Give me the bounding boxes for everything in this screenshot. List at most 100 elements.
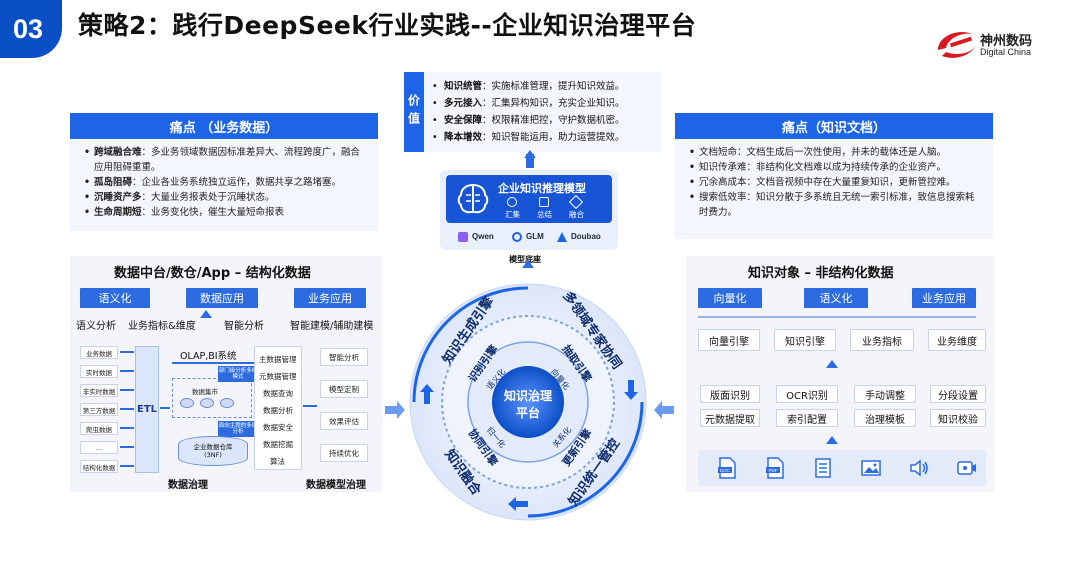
mart-note: 部门级分析多维模式 <box>218 366 258 382</box>
source-structured-data: 结构化数据 <box>80 460 118 473</box>
right-to-center-arrow-icon <box>654 401 674 419</box>
tool-manual-adjust[interactable]: 手动调整 <box>854 385 916 403</box>
source-non-realtime-data: 非实时数据 <box>80 384 118 397</box>
data-governance-label: 数据治理 <box>168 480 208 491</box>
pain-right-item: 搜索低效率：知识分散于多系统且无统一索引标准，致信息搜索耗时费力。 <box>689 190 983 220</box>
audio-file-icon <box>910 459 928 477</box>
logo-english-name: Digital China <box>980 47 1032 57</box>
doc-file-icon: DOC <box>718 457 736 479</box>
left-label-semantic-analysis: 语义分析 <box>76 321 116 332</box>
gov-item: 元数据管理 <box>259 372 297 381</box>
tool-ocr[interactable]: OCR识别 <box>776 385 838 403</box>
etl-arrow <box>160 407 170 409</box>
source-arrow <box>120 408 134 410</box>
pain-left-item: 沉睡资产多：大量业务报表处于沉睡状态。 <box>84 190 368 205</box>
model-item-optimize: 持续优化 <box>320 444 368 462</box>
governance-platform-rings <box>409 283 647 521</box>
tool-segment-setting[interactable]: 分段设置 <box>930 385 986 403</box>
source-arrow <box>120 465 134 467</box>
tool-metadata-extract[interactable]: 元数据提取 <box>700 409 760 427</box>
model-up-arrow-shaft <box>526 154 534 168</box>
pain-left-title: 痛点 （业务数据） <box>70 113 378 139</box>
right-panel-title: 知识对象 – 非结构化数据 <box>748 266 894 281</box>
value-item: 安全保障：权限精准把控，守护数据机密。 <box>432 112 654 129</box>
model-sub-fusion: 融合 <box>569 210 584 219</box>
center-up-arrow-icon <box>522 260 534 268</box>
brain-icon <box>457 183 489 214</box>
model-item-smart-analysis: 智能分析 <box>320 348 368 366</box>
image-file-icon <box>861 460 881 476</box>
model-item-customize: 模型定制 <box>320 380 368 398</box>
knowledge-engine: 知识引擎 <box>774 329 836 351</box>
pain-points-business-data: 痛点 （业务数据） 跨域融合难：多业务领域数据因标准差异大、流程跨度广，融合应用… <box>70 113 378 231</box>
right-connector-line <box>698 316 976 318</box>
value-tag: 价值 <box>404 72 424 152</box>
dw-note: 面向主题的多维分析 <box>218 421 258 437</box>
source-more: ... <box>80 441 118 454</box>
glm-icon <box>512 232 522 242</box>
source-arrow <box>120 446 134 448</box>
tool-index-config[interactable]: 索引配置 <box>776 409 838 427</box>
value-item: 知识统管：实施标准管理，提升知识效益。 <box>432 78 654 95</box>
svg-text:PDF: PDF <box>769 468 778 473</box>
left-up-arrow-icon <box>200 310 212 318</box>
olap-bi-label: OLAP,BI系统 <box>180 351 237 362</box>
gov-item: 主数据管理 <box>259 355 297 364</box>
mart-db-icon <box>180 398 194 408</box>
model-sub-summary: 总结 <box>537 210 552 219</box>
semantic-button[interactable]: 语义化 <box>80 288 150 308</box>
source-arrow <box>120 370 134 372</box>
pain-right-title: 痛点（知识文档） <box>675 113 993 139</box>
left-label-metrics: 业务指标&维度 <box>128 321 196 332</box>
sheet-file-icon <box>815 458 831 478</box>
tool-knowledge-check[interactable]: 知识校验 <box>930 409 986 427</box>
tool-governance-template[interactable]: 治理模板 <box>854 409 916 427</box>
business-dimension: 业务维度 <box>928 329 986 351</box>
value-item: 降本增效：知识智能运用，助力运营提效。 <box>432 129 654 146</box>
doubao-icon <box>557 232 567 242</box>
qwen-icon <box>458 232 468 242</box>
pain-right-item: 冗余高成本：文档音视频中存在大量重复知识，更新管控难。 <box>689 175 983 190</box>
vectorize-button[interactable]: 向量化 <box>698 288 762 308</box>
gov-item: 数据挖掘 <box>263 440 293 449</box>
pain-right-list: 文档短命：文档生成后一次性使用，并未的载体还是人脑。 知识传承难：非结构化文档难… <box>675 139 993 239</box>
business-metrics: 业务指标 <box>850 329 914 351</box>
vector-engine: 向量引擎 <box>698 329 760 351</box>
source-crawler-data: 爬虫数据 <box>80 422 118 435</box>
etl-block: ETL <box>135 346 159 473</box>
gather-icon <box>507 197 517 207</box>
source-realtime-data: 实时数据 <box>80 365 118 378</box>
gov-item: 数据查询 <box>263 389 293 398</box>
right-business-application-button[interactable]: 业务应用 <box>912 288 976 308</box>
source-arrow <box>120 351 134 353</box>
llm-qwen: Qwen <box>472 232 494 241</box>
enterprise-dw-icon: 企业数据仓库 (3NF) <box>178 436 248 466</box>
left-panel-title: 数据中台/数仓/App – 结构化数据 <box>114 266 311 281</box>
gov-item: 算法 <box>270 457 285 466</box>
mart-db-icon <box>220 398 234 408</box>
pain-left-item: 跨域融合难：多业务领域数据因标准差异大、流程跨度广，融合应用阻碍重重。 <box>84 145 368 175</box>
page-title: 策略2：践行DeepSeek行业实践--企业知识治理平台 <box>78 11 697 40</box>
source-business-data: 业务数据 <box>80 346 118 359</box>
data-mart-group <box>172 378 252 418</box>
model-sub-gather: 汇集 <box>505 210 520 219</box>
ring-down-arrow-icon <box>624 380 638 400</box>
llm-doubao: Doubao <box>571 232 601 241</box>
tool-layout-recognition[interactable]: 版面识别 <box>700 385 760 403</box>
right-up-arrow-icon <box>826 360 838 368</box>
gov-arrow <box>303 405 317 407</box>
pdf-file-icon: PDF <box>766 457 784 479</box>
left-label-smart-modeling: 智能建模/辅助建模 <box>290 321 374 332</box>
pain-right-item: 知识传承难：非结构化文档难以成为持续传承的企业资产。 <box>689 160 983 175</box>
data-application-button[interactable]: 数据应用 <box>186 288 258 308</box>
source-arrow <box>120 427 134 429</box>
value-item: 多元接入：汇集异构知识，充实企业知识。 <box>432 95 654 112</box>
model-item-evaluate: 效果评估 <box>320 412 368 430</box>
pain-left-list: 跨域融合难：多业务领域数据因标准差异大、流程跨度广，融合应用阻碍重重。 孤岛阻碍… <box>70 139 378 231</box>
gov-item: 数据分析 <box>263 406 293 415</box>
governance-list <box>254 346 302 470</box>
source-arrow <box>120 389 134 391</box>
business-application-button[interactable]: 业务应用 <box>294 288 366 308</box>
pain-left-item: 孤岛阻碍：企业各业务系统独立运作，数据共享之路堵塞。 <box>84 175 368 190</box>
semanticize-button[interactable]: 语义化 <box>804 288 868 308</box>
